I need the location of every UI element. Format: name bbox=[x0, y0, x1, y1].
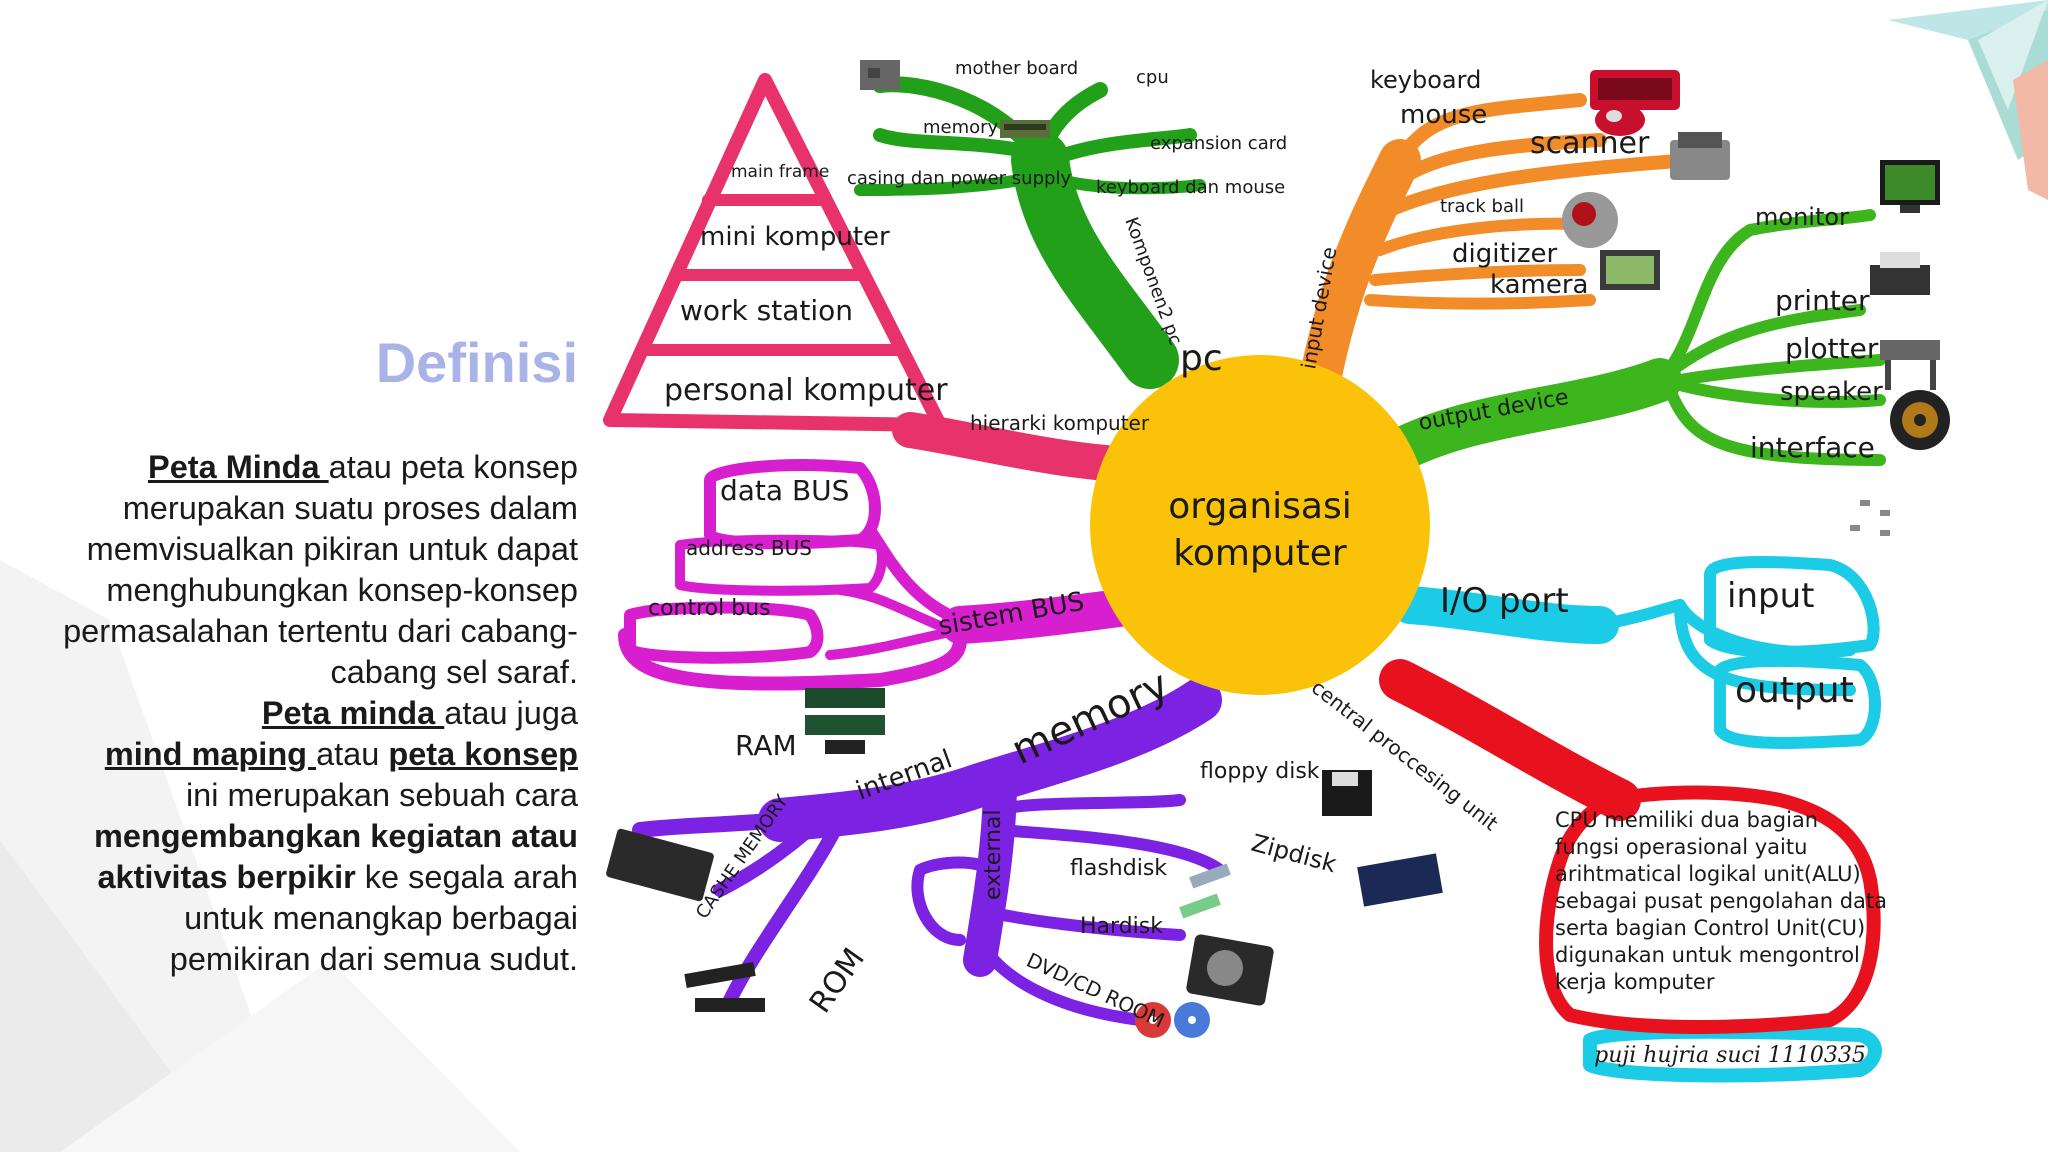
memory-external-label: external bbox=[981, 809, 1006, 900]
input-item-track-ball: track ball bbox=[1440, 196, 1524, 217]
output-item-speaker: speaker bbox=[1780, 377, 1883, 407]
output-item-interface: interface bbox=[1750, 431, 1875, 464]
zipdisk-icon bbox=[1357, 853, 1443, 907]
branch-cpu bbox=[1379, 659, 1881, 1034]
cashe-memory-icon bbox=[606, 828, 714, 902]
rom-icon bbox=[684, 962, 765, 1012]
hierarki-level-work-station: work station bbox=[680, 294, 853, 327]
memory-item-ram: RAM bbox=[735, 729, 797, 762]
branch-pc bbox=[854, 76, 1206, 389]
cpu-note-line-6: digunakan untuk mengontrol bbox=[1555, 943, 1860, 967]
output-item-plotter: plotter bbox=[1785, 332, 1879, 365]
mouse-icon bbox=[1595, 104, 1645, 136]
pc-item-expansion-card: expansion card bbox=[1150, 133, 1287, 154]
motherboard-icon bbox=[860, 60, 900, 90]
bus-item-data-bus: data BUS bbox=[720, 474, 849, 507]
memory-item-rom: ROM bbox=[803, 942, 872, 1020]
cpu-note-line-7: kerja komputer bbox=[1555, 970, 1715, 994]
center-label-2: komputer bbox=[1173, 533, 1347, 574]
bold-phrase: mengembangkan kegiatan atau aktivitas be… bbox=[93, 818, 578, 895]
mind-map-diagram: organisasi komputer pc Komponen2 pc moth… bbox=[603, 58, 1950, 1083]
keyboard-icon bbox=[1590, 70, 1680, 110]
speaker-icon bbox=[1890, 390, 1950, 450]
memory-item-floppy-disk: floppy disk bbox=[1200, 759, 1320, 784]
definition-paragraph: Peta Minda atau peta konsep merupakan su… bbox=[40, 447, 578, 980]
paragraph-text: ke segala arah untuk menangkap berbagai … bbox=[169, 859, 578, 977]
hierarki-level-mini-komputer: mini komputer bbox=[700, 222, 890, 252]
memory-icon bbox=[1000, 120, 1050, 138]
scanner-icon bbox=[1670, 132, 1730, 180]
output-item-printer: printer bbox=[1775, 284, 1870, 317]
term-peta-minda-2: Peta minda bbox=[261, 695, 445, 731]
monitor-icon bbox=[1880, 160, 1940, 213]
output-item-monitor: monitor bbox=[1755, 203, 1849, 231]
pc-item-mother-board: mother board bbox=[955, 58, 1078, 79]
cpu-note-line-1: CPU memiliki dua bagian bbox=[1555, 808, 1818, 832]
input-item-digitizer: digitizer bbox=[1452, 239, 1558, 269]
input-item-keyboard: keyboard bbox=[1370, 66, 1481, 94]
term-mind-maping: mind maping bbox=[104, 736, 317, 772]
background-decoration bbox=[0, 560, 520, 1152]
interface-icon bbox=[1850, 500, 1890, 536]
slide-title: Definisi bbox=[375, 331, 578, 394]
device-icons bbox=[606, 60, 1950, 1038]
flashdisk-icon bbox=[1179, 863, 1231, 919]
floppy-disk-icon bbox=[1322, 770, 1372, 816]
center-node bbox=[1090, 355, 1430, 695]
branch-input-device bbox=[1299, 93, 1697, 401]
input-item-kamera: kamera bbox=[1490, 270, 1588, 300]
bus-item-address-bus: address BUS bbox=[686, 536, 812, 560]
hierarki-level-main-frame: main frame bbox=[731, 162, 829, 182]
paragraph-text: atau juga bbox=[444, 695, 578, 731]
memory-item-zipdisk: Zipdisk bbox=[1248, 829, 1339, 878]
pc-item-cpu: cpu bbox=[1136, 67, 1169, 88]
pc-item-memory: memory bbox=[923, 117, 999, 138]
branch-output-device bbox=[1378, 209, 1886, 472]
pc-item-casing: casing dan power supply bbox=[847, 168, 1071, 189]
printer-icon bbox=[1870, 252, 1930, 295]
paragraph-text: atau bbox=[316, 736, 389, 772]
hardisk-icon bbox=[1186, 934, 1274, 1006]
term-peta-konsep: peta konsep bbox=[388, 736, 578, 772]
cpu-note-line-4: sebagai pusat pengolahan data bbox=[1555, 889, 1887, 913]
digitizer-icon bbox=[1600, 250, 1660, 290]
plotter-icon bbox=[1880, 340, 1940, 390]
cpu-note-line-5: serta bagian Control Unit(CU) bbox=[1555, 916, 1865, 940]
term-peta-minda: Peta Minda bbox=[148, 449, 329, 485]
paragraph-text: atau peta konsep merupakan suatu proses … bbox=[63, 449, 578, 690]
dvd-icon bbox=[1135, 1002, 1210, 1038]
branch-io-port bbox=[1391, 556, 1882, 1083]
io-item-input: input bbox=[1727, 576, 1814, 616]
cpu-note-line-2: fungsi operasional yaitu bbox=[1555, 835, 1807, 859]
signature: puji hujria suci 1110335 bbox=[1594, 1043, 1866, 1068]
memory-item-hardisk: Hardisk bbox=[1080, 914, 1163, 939]
hierarki-level-personal-komputer: personal komputer bbox=[664, 373, 948, 408]
pc-label: pc bbox=[1180, 338, 1223, 379]
corner-decoration bbox=[1888, 0, 2048, 200]
branch-memory bbox=[632, 678, 1226, 1026]
ram-icon bbox=[805, 688, 885, 754]
pc-item-keyboard-mouse: keyboard dan mouse bbox=[1096, 177, 1285, 198]
bus-item-control-bus: control bus bbox=[648, 596, 771, 621]
center-label-1: organisasi bbox=[1168, 486, 1352, 527]
memory-item-flashdisk: flashdisk bbox=[1070, 856, 1167, 881]
hierarki-label: hierarki komputer bbox=[970, 411, 1150, 435]
io-item-output: output bbox=[1735, 670, 1854, 711]
paragraph-text: ini merupakan sebuah cara bbox=[185, 777, 578, 813]
input-item-scanner: scanner bbox=[1530, 126, 1650, 161]
io-port-label: I/O port bbox=[1440, 581, 1569, 621]
input-item-mouse: mouse bbox=[1400, 100, 1487, 130]
cpu-note-line-3: arihtmatical logikal unit(ALU) bbox=[1555, 862, 1861, 886]
track-ball-icon bbox=[1562, 192, 1618, 248]
